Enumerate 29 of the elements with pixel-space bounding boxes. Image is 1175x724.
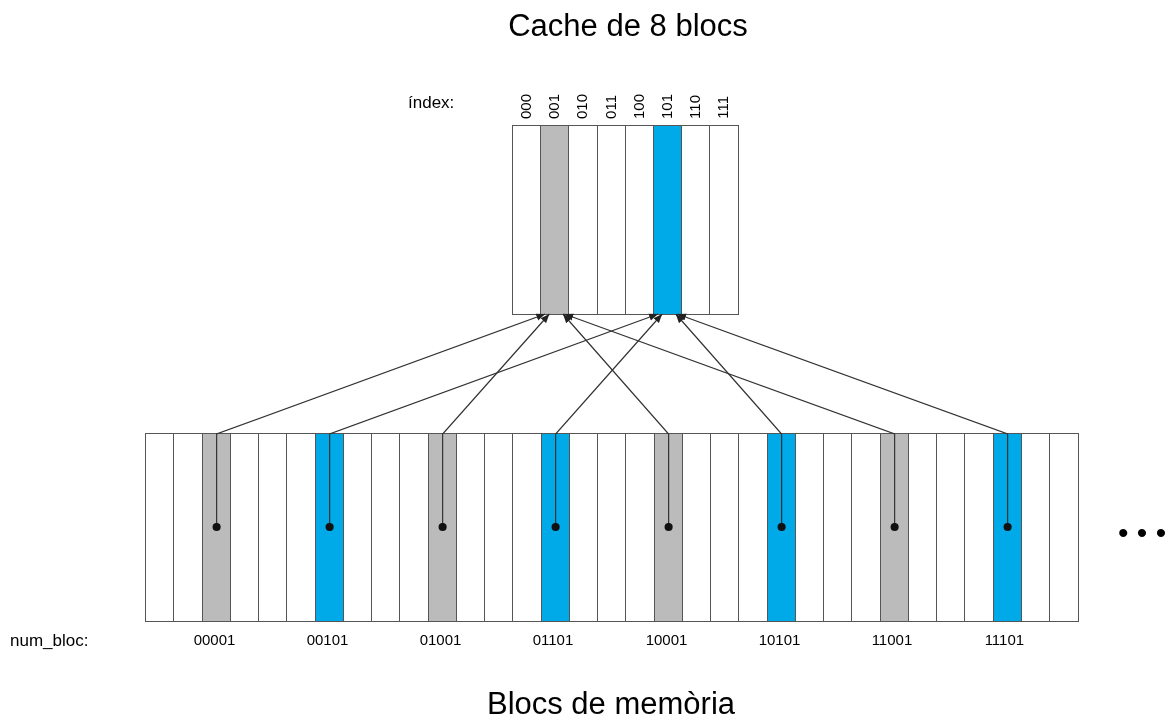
ellipsis-mark: • • • [1118, 516, 1167, 550]
arrow [675, 313, 786, 532]
index-label: 100 [628, 93, 648, 119]
index-label: 110 [685, 95, 705, 119]
index-label: 011 [600, 95, 620, 119]
arrow [563, 313, 899, 532]
arrow [438, 313, 550, 532]
diagram-title: Cache de 8 blocs [507, 8, 749, 44]
block-number: 11101 [984, 631, 1025, 648]
diagram-caption: Blocs de memòria [485, 686, 737, 722]
block-number: 10001 [645, 631, 688, 648]
index-label: 010 [572, 93, 592, 119]
block-number: 01101 [532, 631, 574, 648]
block-number: 01001 [419, 631, 462, 648]
block-number: 11001 [871, 631, 913, 648]
index-label: 000 [516, 93, 535, 119]
arrow [551, 313, 663, 532]
arrow [212, 313, 546, 532]
block-number: 00101 [306, 631, 349, 648]
index-label: 001 [544, 93, 564, 119]
row-label: índex: [408, 93, 455, 113]
block-number: 00001 [193, 631, 236, 648]
arrow [325, 313, 659, 532]
block-number: 10101 [758, 631, 801, 648]
row-label: num_bloc: [10, 631, 89, 651]
arrow [562, 313, 673, 532]
arrow [676, 313, 1012, 532]
index-label: 101 [657, 93, 676, 119]
index-label: 111 [713, 96, 733, 119]
